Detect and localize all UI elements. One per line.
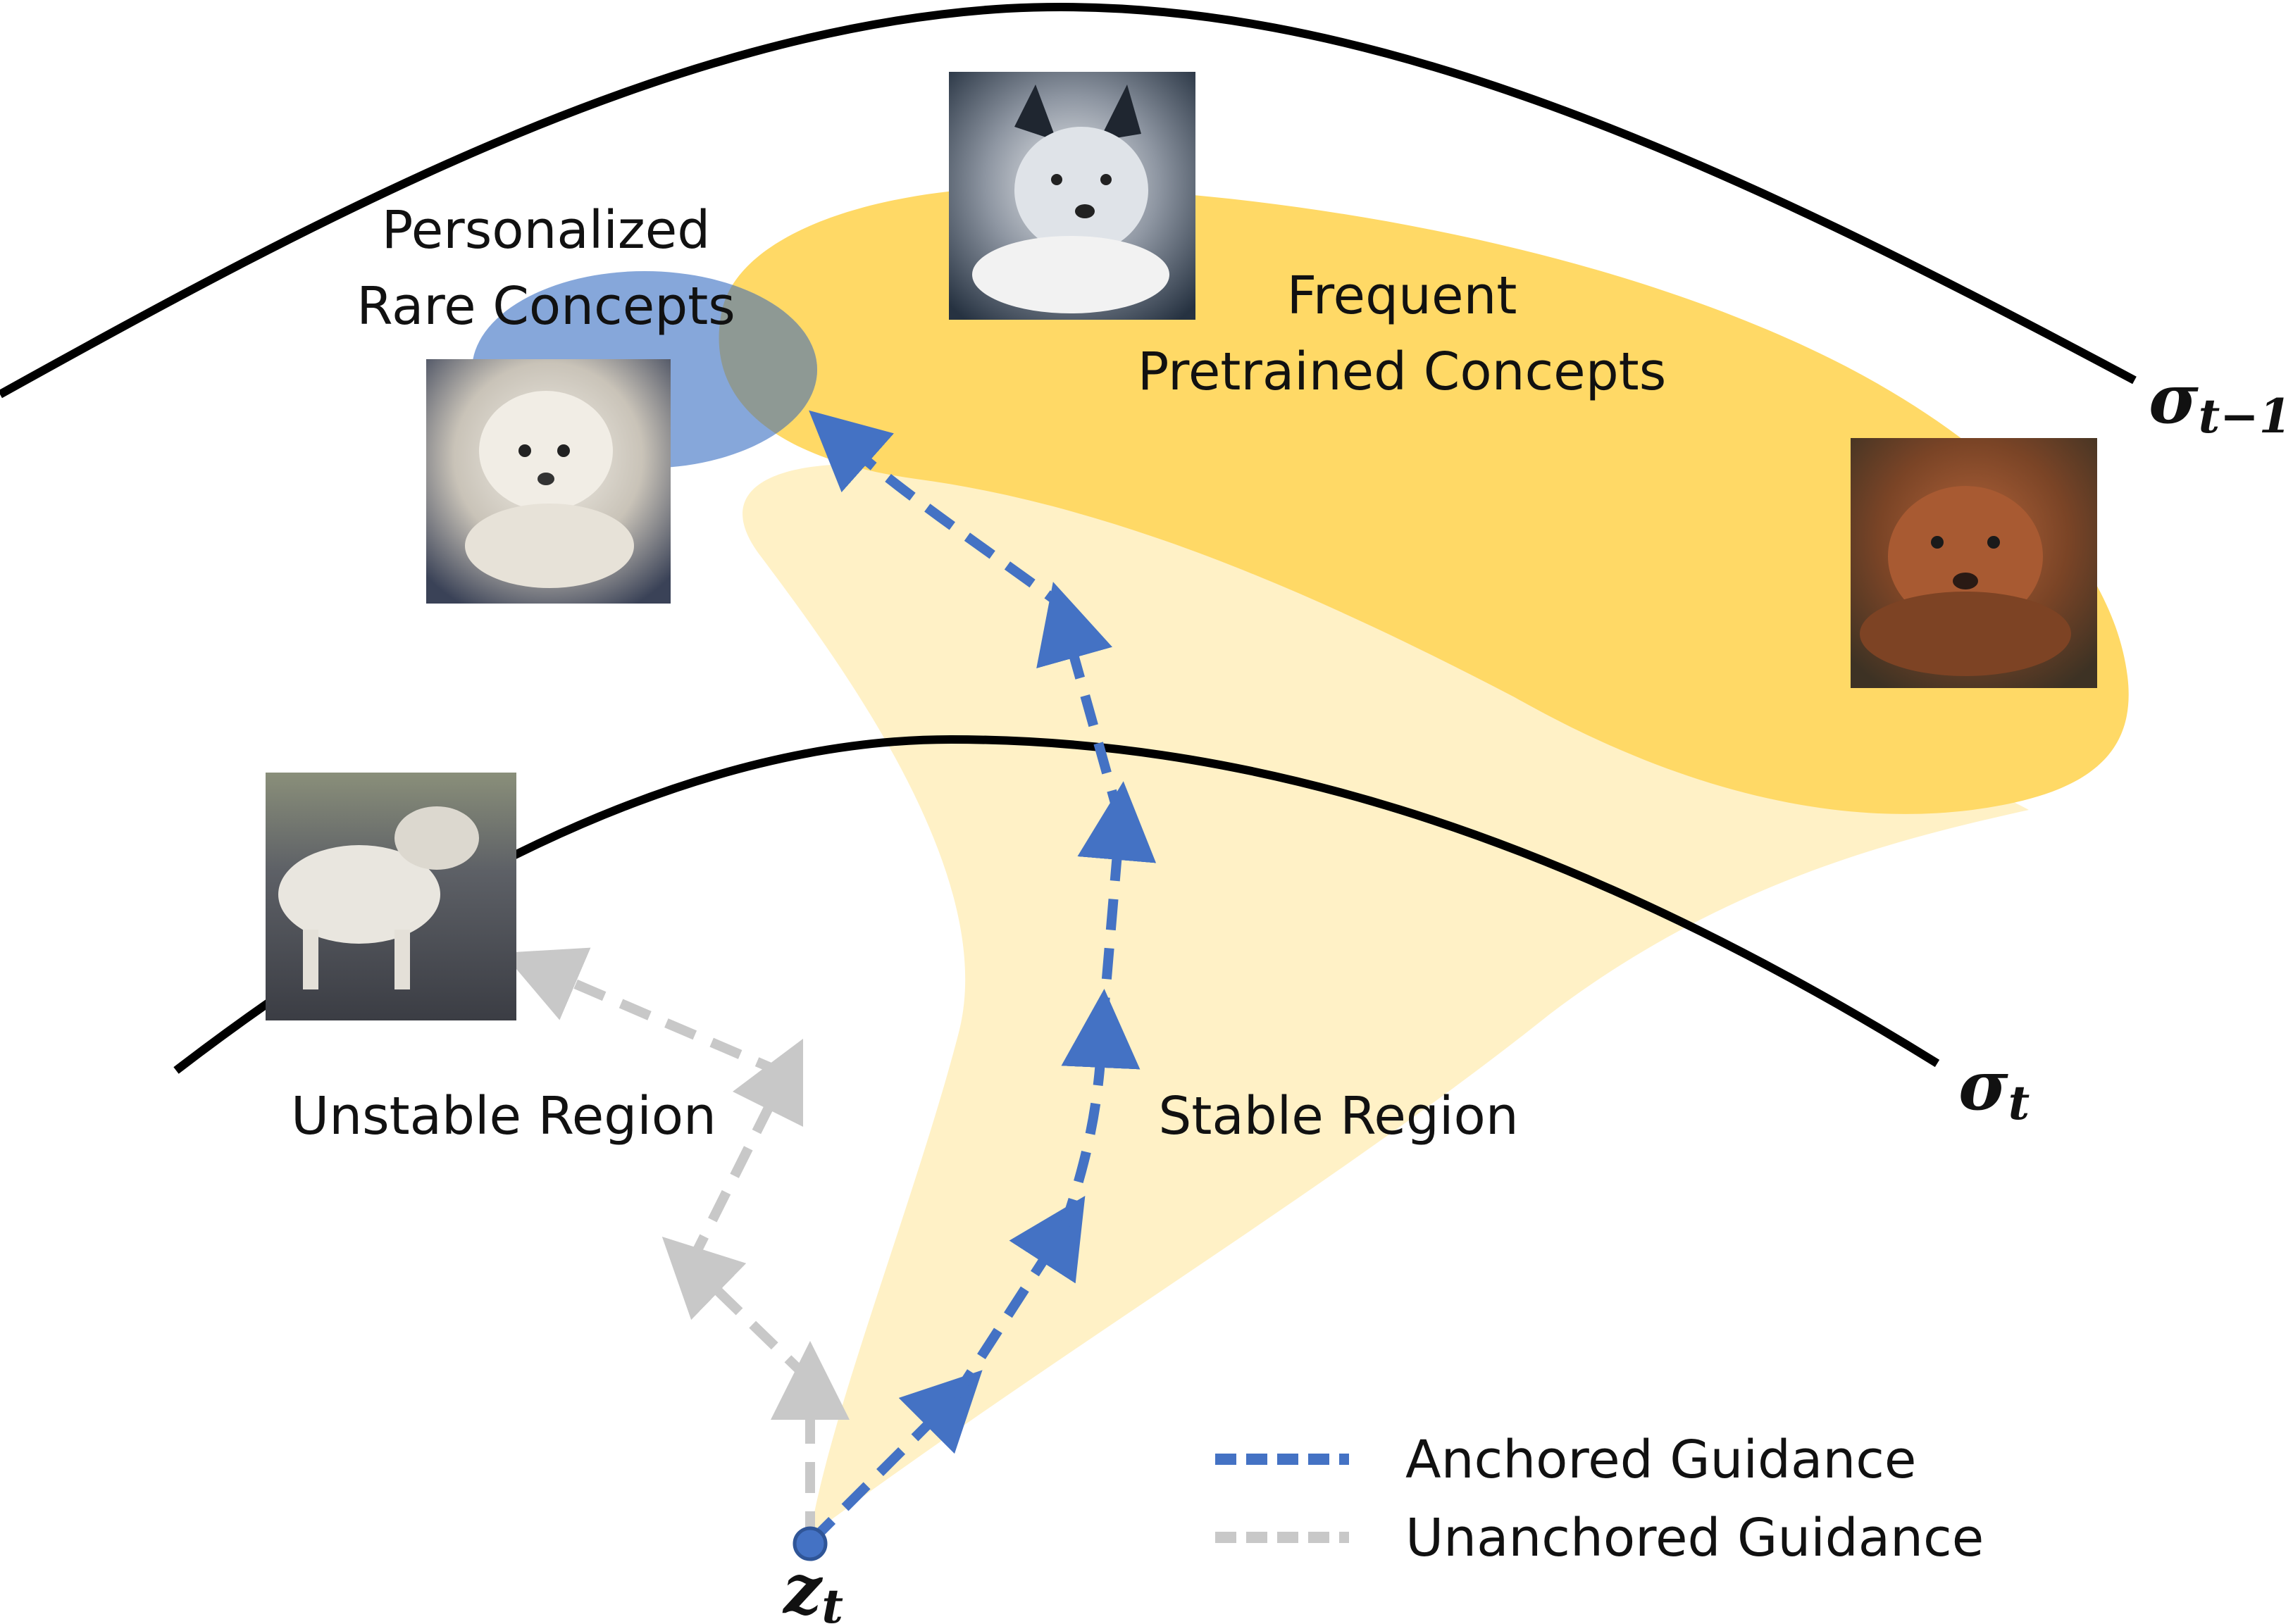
frequent-region <box>719 186 2129 814</box>
distorted-dog-photo-icon <box>278 845 440 944</box>
border-collie-photo-icon <box>1014 127 1148 254</box>
photo-top-dog <box>949 72 1195 320</box>
brown-retriever-photo-icon <box>1888 486 2043 627</box>
sigma-prev-label: σt−1 <box>2149 359 2292 444</box>
sigma-curr-label: σt <box>1958 1046 2030 1130</box>
photo-right-dog <box>1851 438 2097 688</box>
frequent-label-line1: Frequent <box>1287 266 1517 326</box>
white-poodle-photo-icon <box>479 391 613 511</box>
personalized-label-line2: Rare Concepts <box>356 276 735 337</box>
unstable-region-label: Unstable Region <box>291 1086 716 1147</box>
personalized-label-line1: Personalized <box>382 200 710 261</box>
frequent-label-line2: Pretrained Concepts <box>1138 342 1667 402</box>
z-t-label: zt <box>782 1549 843 1624</box>
sigma-prev-curve <box>0 2 2137 399</box>
photo-unstable-dog <box>266 773 516 1020</box>
z-t-point <box>793 1526 828 1561</box>
anchored-path <box>807 410 1157 1546</box>
legend-unanchored-label: Unanchored Guidance <box>1405 1508 1984 1568</box>
legend-anchored-label: Anchored Guidance <box>1405 1430 1916 1490</box>
unanchored-path <box>502 947 850 1542</box>
stable-region-label: Stable Region <box>1158 1086 1518 1147</box>
photo-rare-dog <box>426 359 671 604</box>
legend: Anchored Guidance Unanchored Guidance <box>1215 1430 1984 1568</box>
